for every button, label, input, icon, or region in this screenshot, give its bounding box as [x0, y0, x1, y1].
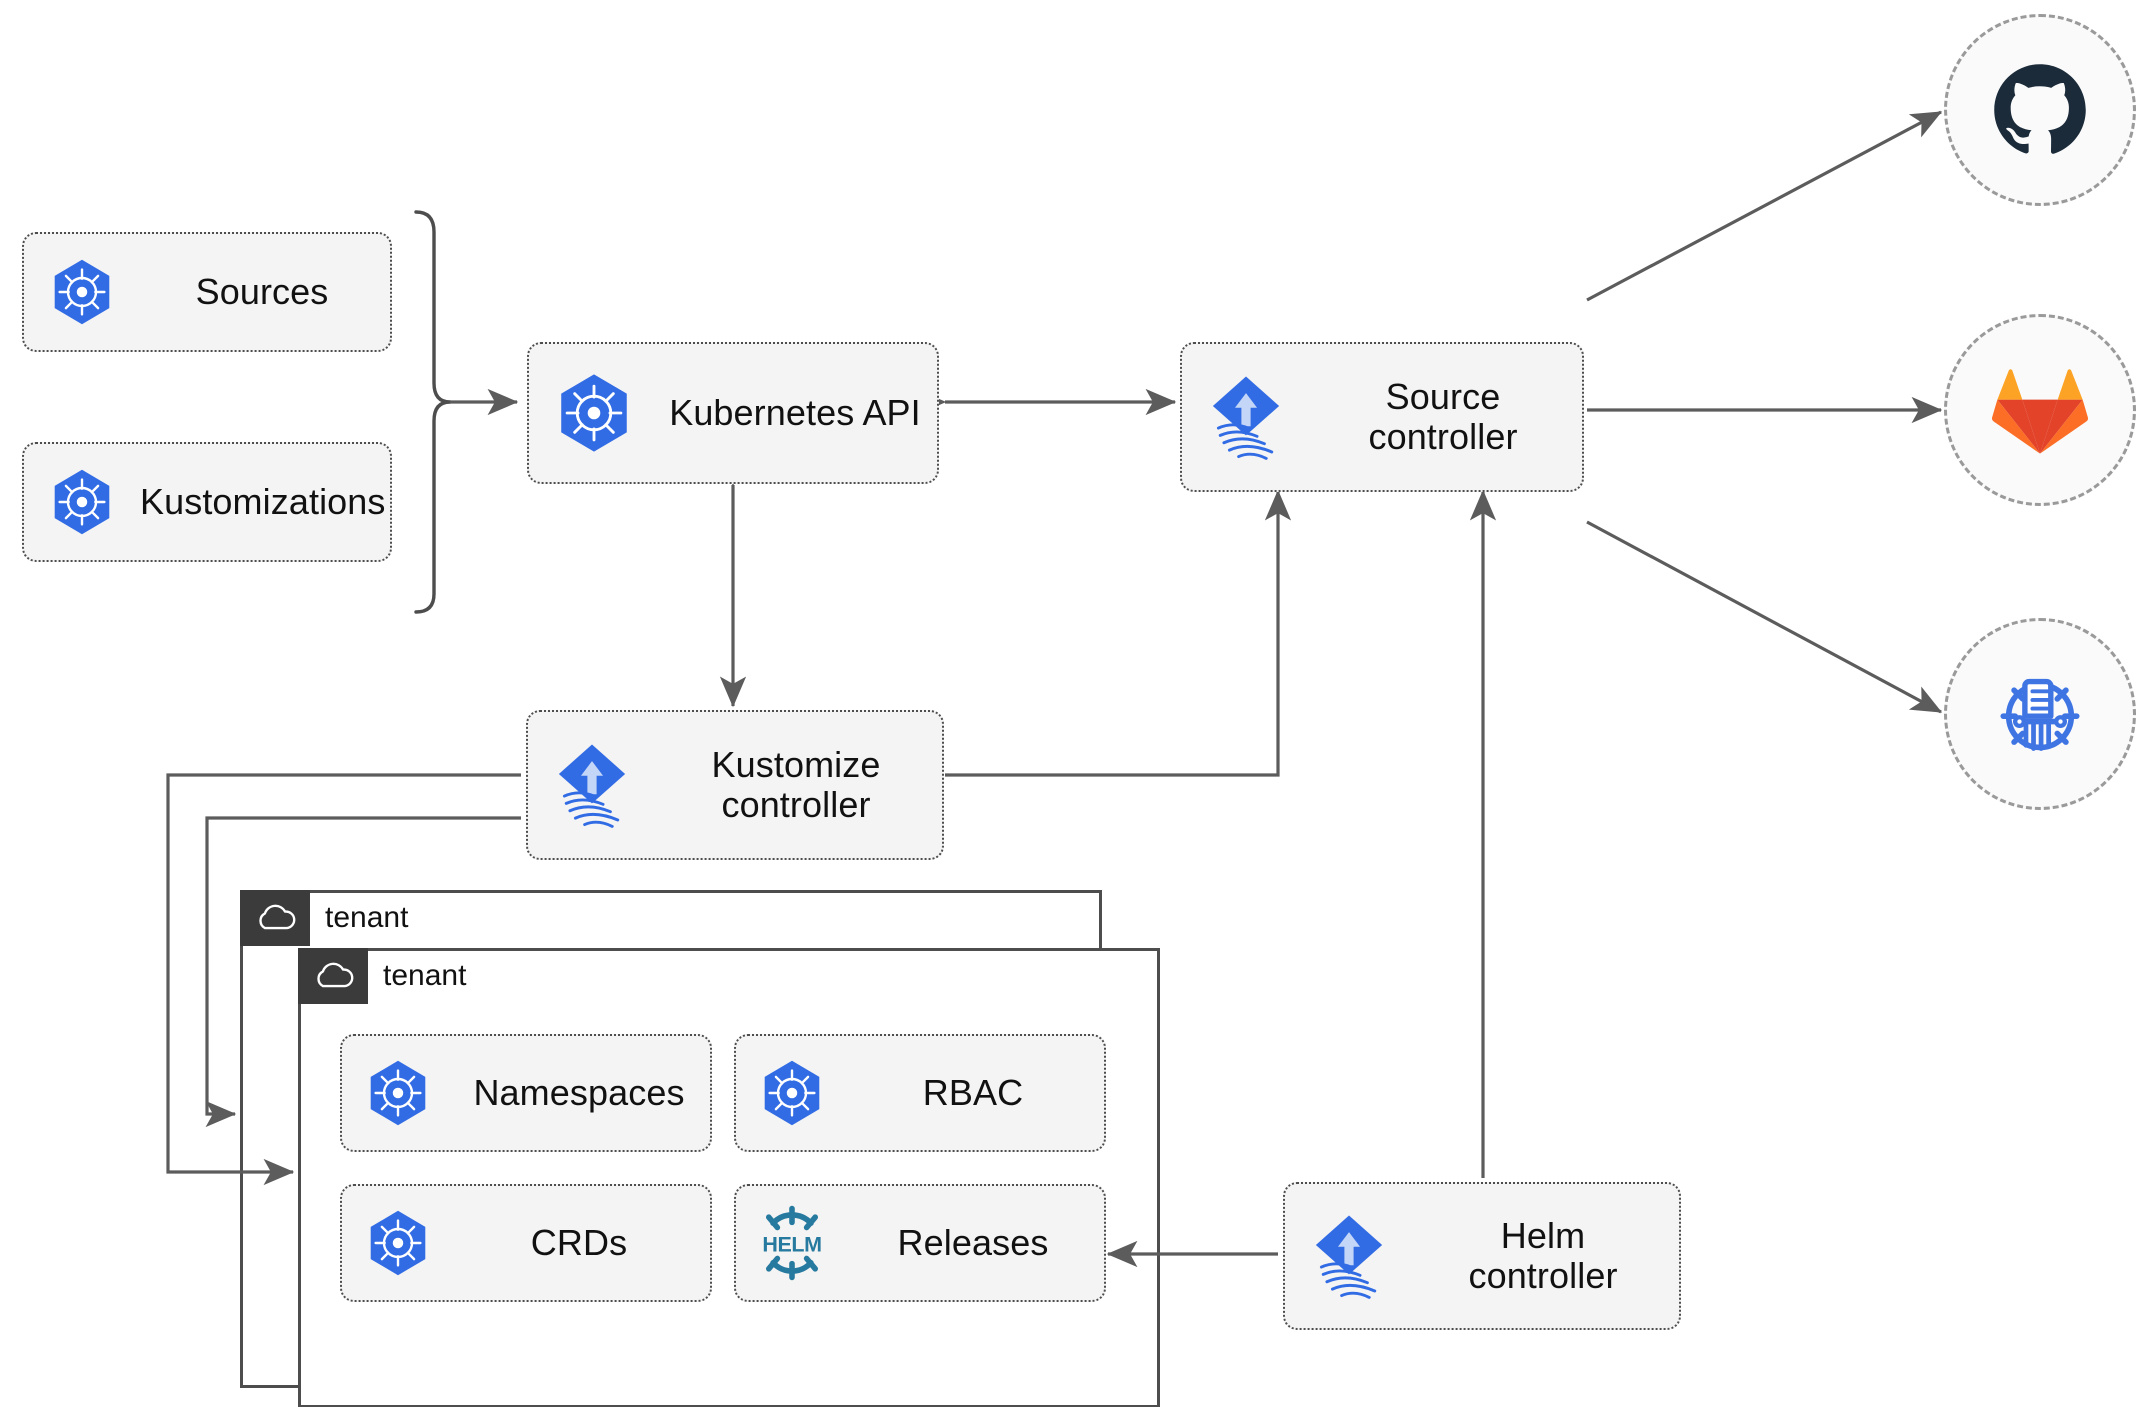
node-namespaces[interactable]: Namespaces [340, 1034, 712, 1152]
node-label: Sources [195, 270, 329, 312]
kubernetes-icon [529, 371, 659, 455]
kubernetes-icon [24, 257, 140, 327]
node-label: Helm controller [1468, 1214, 1618, 1296]
kubernetes-icon [342, 1208, 454, 1278]
helm-repository-icon [2000, 678, 2080, 751]
node-label: Releases [897, 1221, 1049, 1263]
svg-text:HELM: HELM [762, 1233, 821, 1257]
flux-icon [1182, 371, 1310, 463]
endpoint-gitlab[interactable] [1944, 314, 2136, 506]
gitlab-icon [1991, 369, 2089, 454]
tenant-inner[interactable]: tenant [298, 948, 1160, 1407]
flux-icon [1285, 1210, 1413, 1302]
node-label: CRDs [530, 1221, 628, 1263]
tenant-label: tenant [383, 959, 467, 992]
node-releases[interactable]: HELM Releases [734, 1184, 1106, 1302]
flux-icon [528, 739, 656, 831]
node-rbac[interactable]: RBAC [734, 1034, 1106, 1152]
node-label: Source controller [1368, 375, 1518, 457]
endpoint-helm-repository[interactable] [1944, 618, 2136, 810]
node-label: RBAC [922, 1071, 1024, 1113]
node-crds[interactable]: CRDs [340, 1184, 712, 1302]
github-icon [1994, 64, 2086, 154]
kubernetes-icon [342, 1058, 454, 1128]
node-helm-controller[interactable]: Helm controller [1283, 1182, 1681, 1330]
node-label: Kubernetes API [669, 391, 921, 433]
node-label: Kustomize controller [711, 743, 881, 825]
cloud-icon [298, 948, 368, 1004]
helm-icon: HELM [736, 1200, 848, 1286]
kubernetes-icon [736, 1058, 848, 1128]
tenant-label: tenant [325, 901, 409, 934]
node-kustomizations[interactable]: Kustomizations [22, 442, 392, 562]
node-label: Namespaces [473, 1071, 685, 1113]
node-kubernetes-api[interactable]: Kubernetes API [527, 342, 939, 484]
kubernetes-icon [24, 467, 140, 537]
node-sources[interactable]: Sources [22, 232, 392, 352]
cloud-icon [240, 890, 310, 946]
node-kustomize-controller[interactable]: Kustomize controller [526, 710, 944, 860]
node-label: Kustomizations [140, 480, 386, 522]
node-source-controller[interactable]: Source controller [1180, 342, 1584, 492]
endpoint-github[interactable] [1944, 14, 2136, 206]
